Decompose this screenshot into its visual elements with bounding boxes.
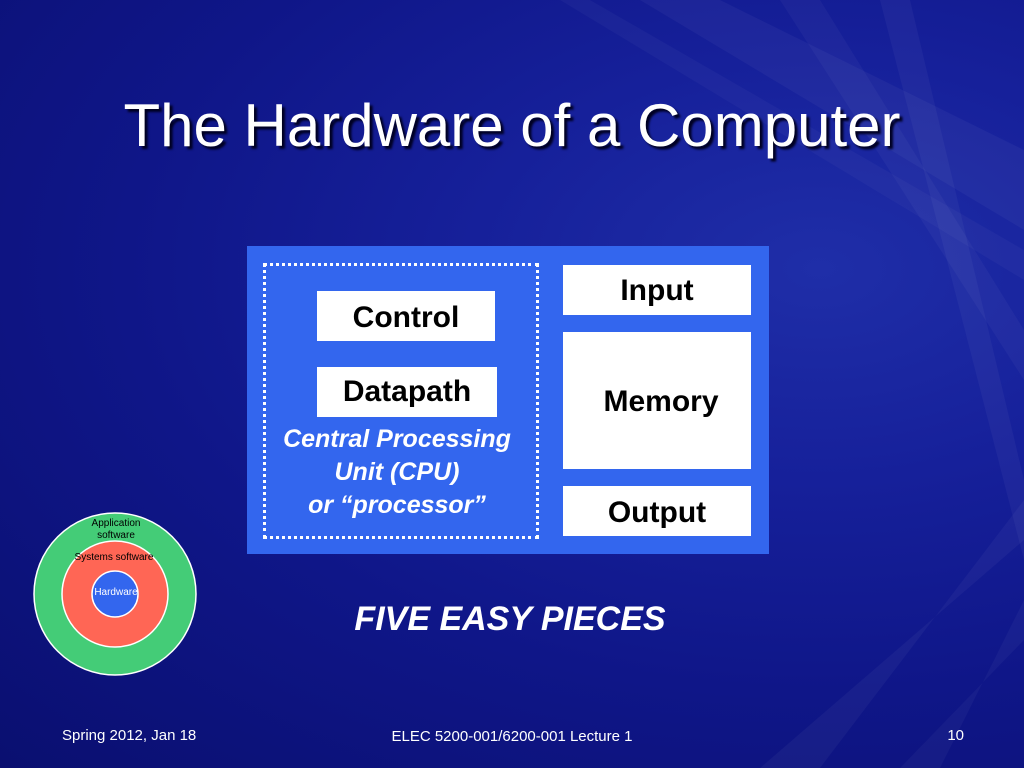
output-box: Output xyxy=(563,486,751,536)
five-easy-pieces-caption: FIVE EASY PIECES xyxy=(354,600,666,638)
application-software-label: Application software xyxy=(91,518,141,541)
slide-title: The Hardware of a Computer xyxy=(123,92,901,159)
datapath-box: Datapath xyxy=(317,367,497,417)
input-box: Input xyxy=(563,265,751,315)
slide-number: 10 xyxy=(947,727,964,744)
hardware-core xyxy=(91,570,139,618)
hardware-label: Hardware xyxy=(94,587,138,598)
control-box: Control xyxy=(317,291,495,341)
computer-components-box: Control Datapath Central Processing Unit… xyxy=(247,246,769,554)
cpu-region xyxy=(263,263,539,539)
cpu-label-line-2: Unit (CPU) xyxy=(334,458,460,486)
cpu-label: Central Processing Unit (CPU) or “proces… xyxy=(247,423,547,522)
cpu-label-line-1: Central Processing xyxy=(283,425,511,453)
cpu-label-line-3: or “processor” xyxy=(308,491,486,519)
memory-box: Memory xyxy=(563,332,751,469)
footer-course: ELEC 5200-001/6200-001 Lecture 1 xyxy=(391,728,633,745)
footer-date: Spring 2012, Jan 18 xyxy=(62,727,197,744)
software-layers-diagram xyxy=(33,512,197,676)
systems-software-label: Systems software xyxy=(74,552,154,563)
